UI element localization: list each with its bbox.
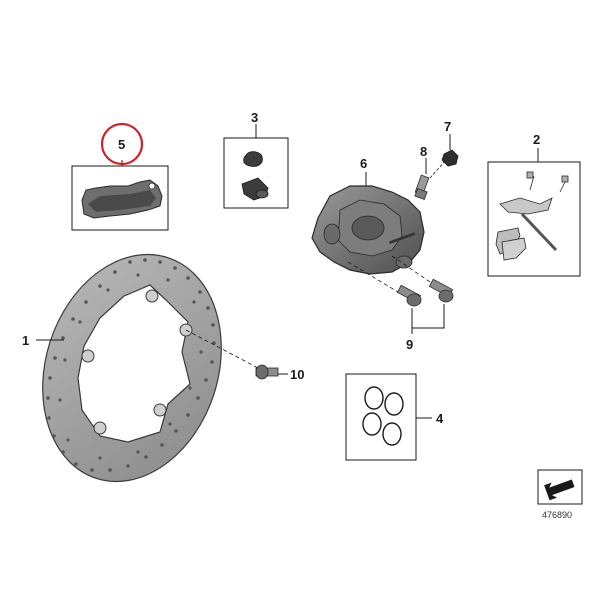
- callout-5[interactable]: 5: [118, 137, 125, 152]
- callout-10[interactable]: 10: [290, 367, 304, 382]
- callout-2[interactable]: 2: [533, 132, 540, 147]
- callout-1[interactable]: 1: [22, 333, 29, 348]
- callout-8[interactable]: 8: [420, 144, 427, 159]
- callout-9[interactable]: 9: [406, 337, 413, 352]
- o-ring-kit-box[interactable]: [345, 373, 417, 461]
- leader-9: [411, 304, 445, 329]
- brake-caliper[interactable]: ▬▬▬: [311, 185, 425, 275]
- pad-hardware-parts: [495, 171, 569, 261]
- caliper-bolt-2[interactable]: [428, 278, 454, 303]
- disc-bolt[interactable]: [255, 364, 279, 380]
- callout-3[interactable]: 3: [251, 110, 258, 125]
- assembly-line-9b: [391, 255, 437, 287]
- sealing-kit-box[interactable]: [223, 137, 289, 209]
- callout-7[interactable]: 7: [444, 119, 451, 134]
- pad-hardware-kit-box[interactable]: [487, 161, 581, 277]
- diagram-id: 476890: [542, 510, 572, 520]
- assembly-line-9a: [347, 261, 399, 293]
- caliper-bolt-1[interactable]: [396, 284, 422, 307]
- assembly-line-7-8: [429, 159, 447, 179]
- bleeder-valve[interactable]: [414, 174, 430, 200]
- callout-4[interactable]: 4: [436, 411, 444, 426]
- bleeder-cap[interactable]: [441, 149, 459, 167]
- brake-pad: [81, 179, 163, 219]
- sealing-kit-parts: [241, 151, 269, 201]
- brake-disc[interactable]: [14, 231, 249, 505]
- direction-arrow-icon: [537, 469, 583, 505]
- callout-6[interactable]: 6: [360, 156, 367, 171]
- o-rings: [362, 386, 404, 446]
- disc-drill-holes: [46, 258, 216, 472]
- brake-pad-box[interactable]: [71, 165, 169, 231]
- highlight-circle: [100, 122, 144, 166]
